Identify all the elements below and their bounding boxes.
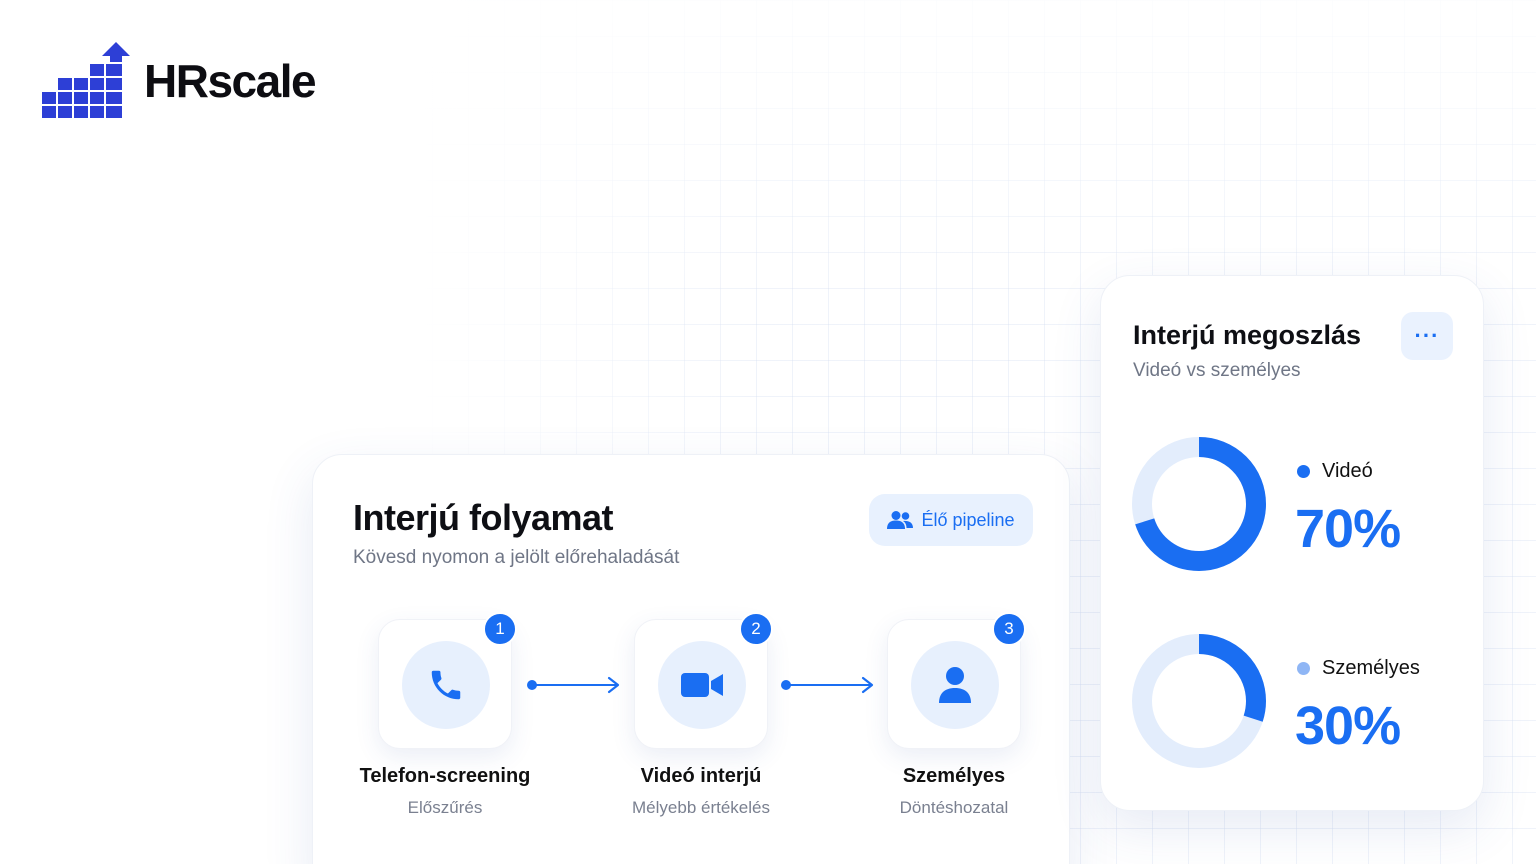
legend-dot <box>1297 662 1310 675</box>
video-camera-icon <box>681 673 723 697</box>
legend-in-person: Személyes <box>1297 657 1420 680</box>
step-video-interview[interactable]: 2 Videó interjú Mélyebb értékelés <box>601 612 801 818</box>
video-share-donut <box>1132 437 1266 571</box>
in-person-share-donut <box>1132 634 1266 768</box>
brand-name: HRscale <box>144 55 317 107</box>
background-fade-top <box>0 0 1536 300</box>
donut-value-arc <box>1132 634 1266 768</box>
video-percent: 70% <box>1295 499 1401 559</box>
step-sub: Mélyebb értékelés <box>632 798 770 817</box>
users-icon <box>887 511 914 529</box>
legend-video: Videó <box>1297 460 1373 483</box>
legend-dot <box>1297 465 1310 478</box>
brand-logo[interactable]: HRscale <box>42 42 317 120</box>
live-pipeline-button[interactable]: Élő pipeline <box>869 494 1033 546</box>
legend-label: Videó <box>1322 460 1373 482</box>
step-icon-box: 2 <box>634 612 773 749</box>
step-number-badge: 1 <box>483 612 517 646</box>
distribution-subtitle: Videó vs személyes <box>1133 360 1301 381</box>
step-label: Személyes <box>902 765 1006 787</box>
step-connector-arrow <box>781 676 874 694</box>
legend-label: Személyes <box>1322 657 1420 679</box>
step-number-badge: 3 <box>992 612 1026 646</box>
step-in-person[interactable]: 3 Személyes Döntéshozatal <box>854 612 1054 818</box>
step-icon-circle <box>911 641 999 729</box>
more-options-button[interactable]: ··· <box>1401 312 1453 360</box>
phone-icon <box>431 670 461 700</box>
more-dots-icon: ··· <box>1414 323 1440 348</box>
donut-value-arc <box>1132 437 1266 571</box>
distribution-title: Interjú megoszlás <box>1133 320 1362 350</box>
step-phone-screening[interactable]: 1 Telefon-screening Előszűrés <box>345 612 545 818</box>
live-pipeline-label: Élő pipeline <box>921 509 1015 530</box>
step-icon-circle <box>658 641 746 729</box>
process-subtitle: Kövesd nyomon a jelölt előrehaladását <box>353 547 680 568</box>
process-title: Interjú folyamat <box>353 497 614 538</box>
step-label: Videó interjú <box>640 765 762 787</box>
step-icon-circle <box>402 641 490 729</box>
step-sub: Előszűrés <box>407 798 483 817</box>
interview-process-card: Interjú folyamat Kövesd nyomon a jelölt … <box>312 454 1070 864</box>
in-person-percent: 30% <box>1295 696 1401 756</box>
step-label: Telefon-screening <box>359 765 531 787</box>
step-icon-box: 1 <box>378 612 517 749</box>
step-sub: Döntéshozatal <box>899 798 1009 817</box>
step-number-badge: 2 <box>739 612 773 646</box>
step-icon-box: 3 <box>887 612 1026 749</box>
step-connector-arrow <box>527 676 620 694</box>
bar-chart-logo-icon <box>42 42 130 118</box>
interview-distribution-card: Interjú megoszlás Videó vs személyes ···… <box>1100 275 1484 811</box>
user-icon <box>939 667 971 703</box>
